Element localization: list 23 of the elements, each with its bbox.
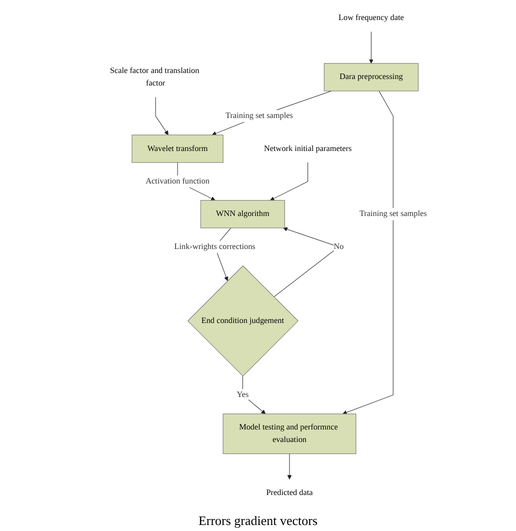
arrow bbox=[287, 454, 292, 480]
edge-label: Activation function bbox=[146, 176, 210, 186]
node-text: Low frequency date bbox=[338, 13, 404, 22]
node-box: Model testing and performnce evaluation bbox=[222, 414, 356, 454]
edge-label: Link-wrights corrections bbox=[174, 242, 256, 251]
arrow bbox=[368, 31, 374, 64]
node-box: Wavelet transform bbox=[132, 134, 224, 163]
node-box: WNN algorithm bbox=[200, 200, 285, 228]
node-box: Dara preprocessing bbox=[324, 63, 418, 92]
arrow bbox=[242, 376, 266, 414]
arrow bbox=[270, 162, 308, 201]
node-text: Scale factor and translation factor bbox=[110, 66, 200, 88]
node-text: Predicted data bbox=[266, 488, 313, 498]
arrow bbox=[342, 90, 394, 415]
edge-label: No bbox=[334, 242, 344, 251]
arrow bbox=[212, 90, 332, 136]
note-text: Errors gradient vectors bbox=[198, 513, 318, 528]
edge-label: Yes bbox=[236, 390, 249, 400]
node-diamond: End condition judgement bbox=[187, 265, 298, 376]
edge-label: Training set samples bbox=[359, 210, 427, 218]
node-text: Network initial parameters bbox=[264, 144, 352, 153]
edge-label: Training set samples bbox=[226, 111, 293, 120]
arrow bbox=[155, 96, 168, 136]
